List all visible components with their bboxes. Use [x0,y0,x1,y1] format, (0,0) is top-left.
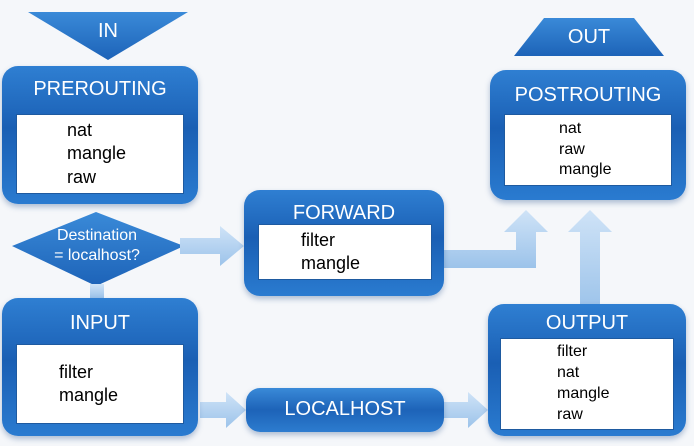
output-item: filter [557,343,588,361]
prerouting-item: mangle [67,143,127,164]
arrow-output-to-postrouting [568,210,612,310]
postrouting-title: POSTROUTING [514,84,662,106]
input-item: filter [59,361,94,382]
localhost-bar: LOCALHOST [246,388,444,432]
postrouting-item: nat [559,119,582,137]
prerouting-item: nat [67,119,93,140]
postrouting-item: mangle [559,161,612,179]
out-label: OUT [567,26,611,48]
postrouting-node: POSTROUTING nat raw mangle [490,70,686,200]
output-title: OUTPUT [545,312,629,334]
output-item: raw [557,405,583,423]
in-label: IN [98,20,118,42]
decision-label: Destination = localhost? [22,226,172,266]
in-triangle [28,12,188,60]
arrow-localhost-to-output [444,392,488,428]
arrow-forward-to-postrouting [444,210,548,268]
postrouting-table-list: nat raw mangle [504,114,672,186]
output-item: nat [557,364,580,382]
forward-title: FORWARD [292,202,396,224]
forward-node: FORWARD filter mangle [244,190,444,296]
input-title: INPUT [70,312,130,334]
decision-line-1: Destination [56,227,138,244]
arrow-decision-to-input [90,284,104,298]
out-triangle [514,18,664,56]
input-item: mangle [59,385,119,405]
decision-line-2: = localhost? [54,247,140,264]
prerouting-node: PREROUTING nat mangle raw [2,66,198,204]
forward-item: mangle [301,253,361,273]
arrow-decision-to-forward [180,226,244,266]
prerouting-title: PREROUTING [33,78,167,100]
input-table-list: filter mangle [16,344,184,424]
output-node: OUTPUT filter nat mangle raw [488,304,686,436]
forward-table-list: filter mangle [258,224,432,280]
output-table-list: filter nat mangle raw [500,338,674,430]
arrow-input-to-localhost [200,392,246,428]
output-item: mangle [557,385,610,402]
prerouting-item: raw [67,166,97,187]
prerouting-table-list: nat mangle raw [16,114,184,194]
forward-item: filter [301,229,336,250]
postrouting-item: raw [559,140,585,158]
input-node: INPUT filter mangle [2,298,198,436]
decision-diamond [12,212,184,286]
